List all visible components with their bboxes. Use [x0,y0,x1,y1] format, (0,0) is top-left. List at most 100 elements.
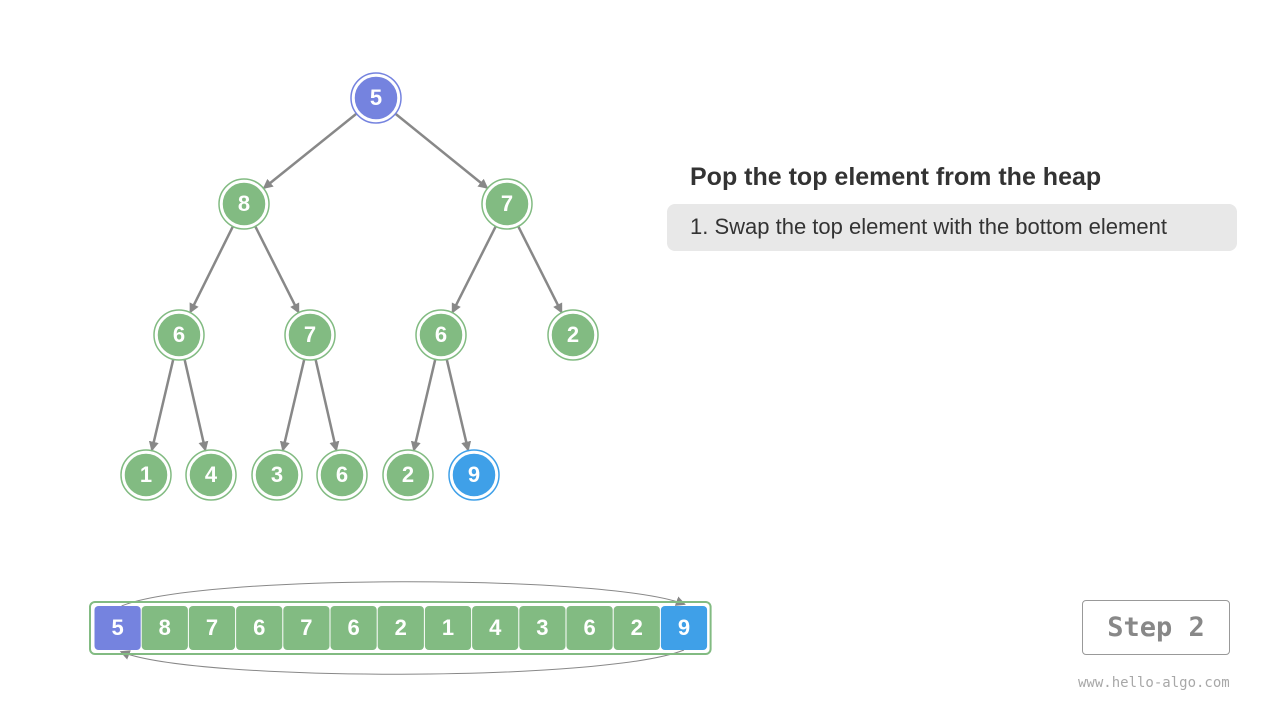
watermark: www.hello-algo.com [1078,675,1230,691]
cell-box [236,606,283,650]
tree-node: 2 [382,449,434,501]
cell-box [94,606,141,650]
step-button[interactable]: Step 2 [1082,600,1230,655]
node-ring [448,449,500,501]
node-ring [251,449,303,501]
node-ring [284,309,336,361]
cell-value: 5 [111,615,123,640]
array-cell: 1 [424,606,472,650]
cell-value: 6 [253,615,265,640]
tree-edges [148,112,563,452]
cell-value: 2 [395,615,407,640]
array-cell: 6 [566,606,613,650]
array-cell: 6 [236,606,283,650]
tree-node: 6 [316,449,368,501]
tree-node: 5 [350,72,402,124]
node-value: 2 [567,322,579,347]
array-cell: 7 [283,606,330,650]
node-value: 9 [468,462,480,487]
node-value: 3 [271,462,283,487]
tree-edge [254,225,300,314]
tree-node: 1 [120,449,172,501]
node-ring [316,449,368,501]
cell-box [660,606,708,650]
node-value: 6 [173,322,185,347]
tree-node: 3 [251,449,303,501]
tree-edge [410,359,437,452]
tree-edge [517,225,563,314]
array-frame [89,601,712,655]
swap-arrow-bottom [119,649,685,675]
array-cell: 7 [188,606,236,650]
cell-box [472,606,519,650]
node-value: 7 [304,322,316,347]
tree-edge [314,359,340,452]
panel-title: Pop the top element from the heap [690,163,1102,191]
node-ring [382,449,434,501]
node-circle [353,75,399,121]
tree-edge [451,225,497,314]
array-cell: 9 [660,606,708,650]
swap-arrows [119,581,686,675]
node-value: 1 [140,462,152,487]
node-value: 5 [370,85,382,110]
cell-box [613,606,660,650]
tree-node: 8 [218,178,270,230]
cell-value: 6 [583,615,595,640]
array-cell: 3 [519,606,566,650]
node-ring [218,178,270,230]
node-ring [415,309,467,361]
swap-arrow-top [121,581,686,607]
cell-box [283,606,330,650]
node-value: 7 [501,191,513,216]
node-circle [550,312,596,358]
node-circle [418,312,464,358]
tree-node: 2 [547,309,599,361]
cell-box [188,606,236,650]
array-cell: 6 [330,606,377,650]
node-circle [484,181,530,227]
cell-value: 1 [442,615,454,640]
tree-edge [262,112,358,189]
array-cell: 2 [613,606,660,650]
cell-box [424,606,472,650]
node-circle [254,452,300,498]
node-circle [319,452,365,498]
cell-box [566,606,613,650]
node-ring [547,309,599,361]
array-cell: 2 [377,606,424,650]
node-circle [287,312,333,358]
node-circle [385,452,431,498]
cell-value: 2 [631,615,643,640]
node-ring [185,449,237,501]
node-circle [451,452,497,498]
step-description: 1. Swap the top element with the bottom … [667,204,1237,251]
cell-value: 9 [678,615,690,640]
cell-value: 4 [489,615,502,640]
cell-box [377,606,424,650]
tree-edge [148,359,175,452]
node-circle [188,452,234,498]
cell-value: 6 [347,615,359,640]
node-circle [221,181,267,227]
cell-box [519,606,566,650]
node-circle [156,312,202,358]
node-value: 8 [238,191,250,216]
array-cell: 4 [472,606,519,650]
cell-box [141,606,188,650]
cell-value: 7 [206,615,218,640]
array-cell: 5 [94,606,141,650]
tree-node: 6 [153,309,205,361]
tree-edge [183,359,209,452]
cell-value: 8 [159,615,171,640]
tree-node: 9 [448,449,500,501]
tree-node: 7 [481,178,533,230]
node-value: 6 [435,322,447,347]
node-ring [350,72,402,124]
cell-box [330,606,377,650]
tree-node: 4 [185,449,237,501]
array-border [89,601,712,655]
